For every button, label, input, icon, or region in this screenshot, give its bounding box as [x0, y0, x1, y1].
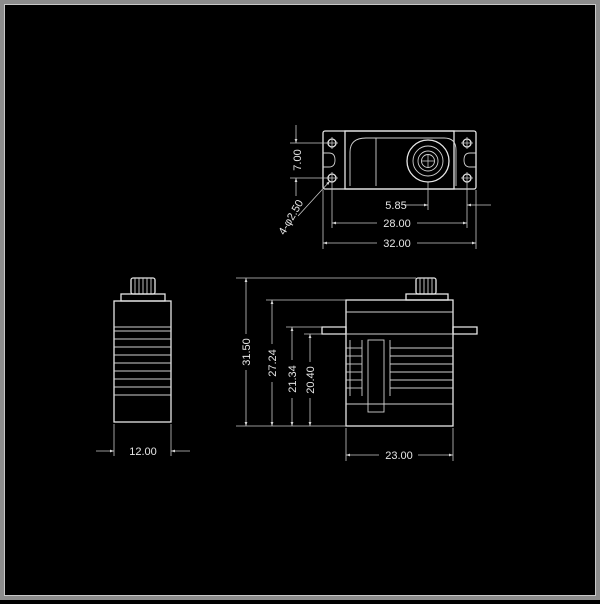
dim-side-width: 12.00 [96, 424, 190, 458]
side-view: 12.00 [96, 277, 190, 458]
dim-label-flange-height: 20.40 [305, 366, 317, 394]
left-ear-slot [323, 152, 336, 168]
front-view-case [345, 299, 454, 427]
dim-total-length: 32.00 [323, 238, 476, 250]
side-view-fins [114, 338, 171, 396]
side-view-boss [120, 293, 166, 302]
front-view: 31.50 27.24 21.34 20.40 23.00 [236, 277, 478, 462]
dim-label-total-length: 32.00 [383, 238, 411, 250]
dim-label-height-27: 27.24 [267, 349, 279, 377]
dim-label-hole-callout: 4-φ2.50 [277, 198, 307, 237]
top-view-case [344, 130, 455, 190]
top-view-flange [322, 130, 477, 190]
dim-output-offset: 5.85 [385, 200, 491, 212]
mount-hole-icon [461, 172, 473, 184]
front-view-spline [415, 277, 437, 295]
top-view-bearing-outline [349, 137, 457, 186]
dim-height-27: 27.24 [267, 300, 279, 426]
front-view-fins-left [346, 340, 363, 396]
dim-height-21: 21.34 [287, 327, 299, 426]
front-view-left-ear [321, 326, 347, 335]
dim-label-output-offset: 5.85 [385, 200, 406, 212]
output-boss-inner [412, 145, 444, 177]
servo-drawing: 7.00 4-φ2.50 5.85 28.00 32.00 [96, 125, 491, 462]
dim-hole-spacing: 7.00 [290, 125, 330, 196]
dim-hole-callout: 4-φ2.50 [277, 180, 331, 237]
dim-flange-height: 20.40 [305, 334, 317, 426]
dim-label-hole-spacing: 7.00 [292, 149, 304, 170]
front-view-label-window [367, 339, 385, 413]
output-spline-core [421, 154, 435, 168]
front-view-right-ear [452, 326, 478, 335]
dim-label-total-height: 31.50 [241, 338, 253, 366]
output-spline [417, 150, 439, 172]
dim-hole-span: 28.00 [332, 218, 467, 230]
right-ear-slot [463, 152, 476, 168]
dim-label-height-21: 21.34 [287, 365, 299, 393]
mount-hole-icon [461, 137, 473, 149]
dim-label-body-length: 23.00 [385, 450, 413, 462]
front-view-boss [405, 293, 449, 301]
dim-body-length: 23.00 [345, 428, 454, 462]
dim-total-height: 31.50 [241, 278, 253, 426]
side-view-case [113, 300, 172, 423]
dim-label-side-width: 12.00 [129, 446, 157, 458]
dim-label-hole-span: 28.00 [383, 218, 411, 230]
front-view-fins-right [389, 340, 453, 396]
top-view: 7.00 4-φ2.50 5.85 28.00 32.00 [277, 125, 491, 250]
